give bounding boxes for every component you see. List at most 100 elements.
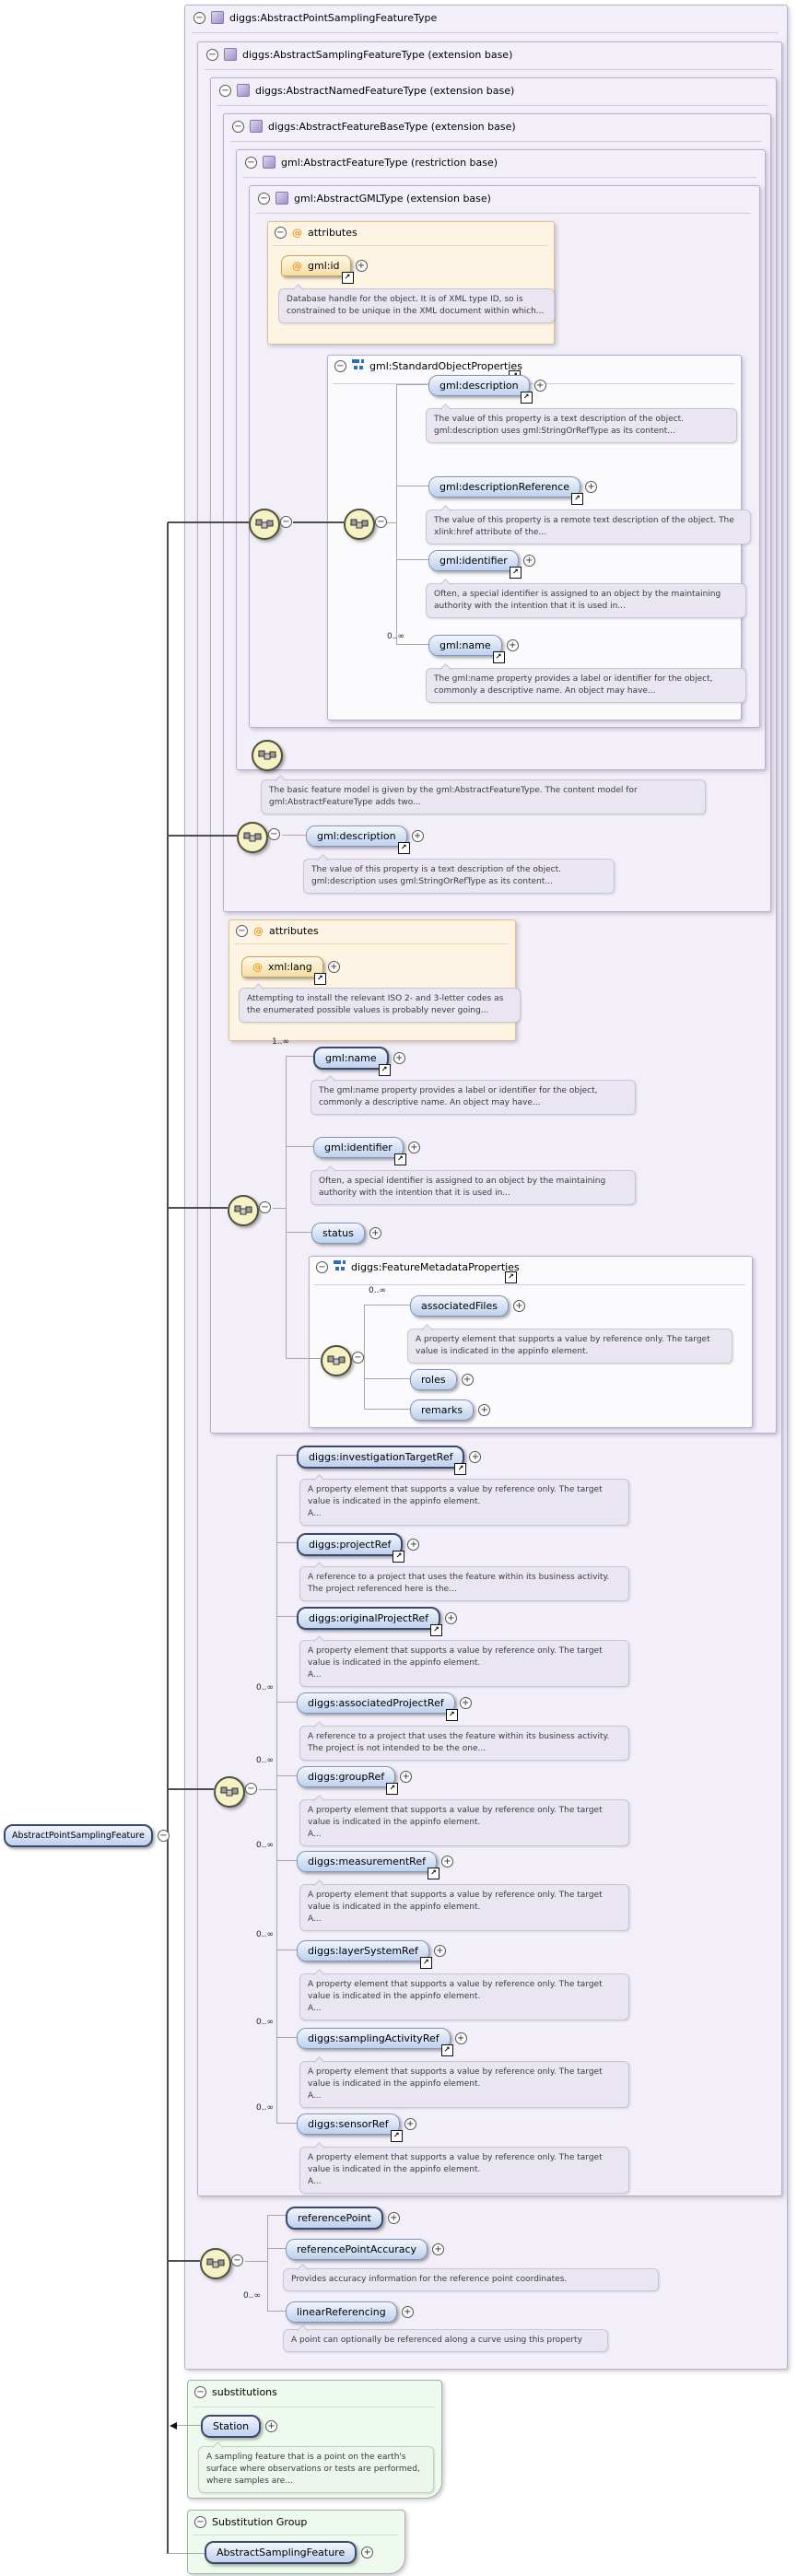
element-bubble[interactable]: diggs:projectRef↗ (297, 1533, 405, 1563)
expand-icon[interactable]: + (387, 2212, 400, 2224)
attribute-bubble[interactable]: @xml:lang↗ (241, 956, 326, 985)
link-icon[interactable]: ↗ (505, 1271, 517, 1283)
expand-icon[interactable]: + (400, 1771, 413, 1783)
element-bubble[interactable]: referencePoint (286, 2207, 383, 2230)
expand-icon[interactable]: + (533, 380, 546, 392)
collapse-icon[interactable]: − (245, 156, 257, 169)
element-bubble[interactable]: diggs:originalProjectRef↗ (297, 1607, 442, 1636)
element-bubble[interactable]: AbstractSamplingFeature (205, 2541, 357, 2564)
collapse-icon[interactable]: − (352, 1352, 364, 1364)
collapse-icon[interactable]: − (194, 2516, 206, 2528)
expand-icon[interactable]: + (361, 2547, 374, 2558)
attribute-bubble[interactable]: @gml:id↗ (281, 255, 354, 284)
element-bubble[interactable]: associatedFiles (410, 1295, 509, 1317)
element-bubble[interactable]: gml:descriptionReference↗ (428, 476, 584, 505)
doc-linear-referencing: A point can optionally be referenced alo… (283, 2329, 608, 2352)
collapse-icon[interactable]: − (232, 120, 244, 133)
collapse-icon[interactable]: − (280, 516, 292, 528)
element-bubble[interactable]: referencePointAccuracy (286, 2239, 428, 2260)
expand-icon[interactable]: + (512, 1300, 525, 1312)
collapse-icon[interactable]: − (193, 11, 205, 24)
element-bubble[interactable]: diggs:sensorRef↗ (297, 2113, 403, 2142)
expand-icon[interactable]: + (407, 1539, 420, 1551)
expand-icon[interactable]: + (404, 2118, 416, 2130)
expand-icon[interactable]: + (440, 1856, 453, 1868)
expand-icon[interactable]: + (393, 1052, 405, 1064)
link-icon[interactable]: ↗ (390, 2130, 403, 2142)
element-bubble[interactable]: gml:description↗ (306, 825, 410, 854)
collapse-icon[interactable]: − (245, 1783, 257, 1795)
element-investigation-target-ref: diggs:investigationTargetRef↗ + (297, 1446, 482, 1475)
element-bubble[interactable]: linearReferencing (286, 2301, 397, 2323)
collapse-icon[interactable]: − (236, 925, 248, 937)
element-bubble[interactable]: diggs:layerSystemRef↗ (297, 1940, 432, 1969)
link-icon[interactable]: ↗ (429, 1624, 442, 1636)
element-bubble[interactable]: Station (201, 2415, 262, 2438)
link-icon[interactable]: ↗ (445, 1709, 458, 1721)
link-icon[interactable]: ↗ (440, 2044, 453, 2056)
connector (276, 1456, 277, 2124)
collapse-icon[interactable]: − (157, 1830, 170, 1842)
expand-icon[interactable]: + (469, 1451, 482, 1463)
expand-icon[interactable]: + (459, 1697, 472, 1709)
element-bubble[interactable]: diggs:investigationTargetRef↗ (297, 1446, 467, 1475)
link-icon[interactable]: ↗ (378, 1064, 391, 1076)
element-bubble[interactable]: gml:name↗ (313, 1047, 391, 1076)
collapse-icon[interactable]: − (231, 2254, 243, 2266)
expand-icon[interactable]: + (327, 961, 340, 973)
link-icon[interactable]: ↗ (341, 272, 354, 284)
collapse-icon[interactable]: − (259, 1201, 271, 1213)
link-icon[interactable]: ↗ (386, 1783, 399, 1795)
collapse-icon[interactable]: − (316, 1260, 328, 1273)
expand-icon[interactable]: + (506, 639, 519, 651)
expand-icon[interactable]: + (522, 555, 535, 567)
expand-icon[interactable]: + (478, 1404, 491, 1416)
link-icon[interactable]: ↗ (427, 1868, 440, 1879)
link-icon[interactable]: ↗ (571, 493, 584, 505)
expand-icon[interactable]: + (355, 260, 368, 272)
cardinality-label: 0..∞ (387, 632, 404, 641)
collapse-icon[interactable]: − (275, 227, 287, 239)
collapse-icon[interactable]: − (268, 828, 280, 840)
link-icon[interactable]: ↗ (393, 1153, 406, 1165)
expand-icon[interactable]: + (432, 2243, 445, 2255)
element-bubble[interactable]: diggs:measurementRef↗ (297, 1851, 440, 1879)
link-icon[interactable]: ↗ (397, 842, 410, 854)
element-bubble[interactable]: diggs:samplingActivityRef↗ (297, 2028, 453, 2056)
expand-icon[interactable]: + (401, 2306, 414, 2318)
expand-icon[interactable]: + (411, 830, 424, 842)
collapse-icon[interactable]: − (375, 516, 387, 528)
collapse-icon[interactable]: − (206, 48, 218, 61)
link-icon[interactable]: ↗ (492, 651, 505, 663)
element-bubble[interactable]: status (311, 1223, 365, 1244)
element-bubble[interactable]: remarks (410, 1399, 475, 1421)
expand-icon[interactable]: + (433, 1945, 446, 1957)
collapse-icon[interactable]: − (219, 84, 231, 97)
link-icon[interactable]: ↗ (454, 1463, 467, 1475)
group-title: diggs:FeatureMetadataProperties (351, 1260, 520, 1273)
link-icon[interactable]: ↗ (393, 1551, 405, 1563)
element-bubble[interactable]: roles (410, 1369, 457, 1390)
expand-icon[interactable]: + (461, 1374, 474, 1386)
element-bubble[interactable]: gml:identifier↗ (313, 1137, 406, 1165)
element-project-ref: diggs:projectRef↗ + (297, 1533, 420, 1563)
link-icon[interactable]: ↗ (520, 392, 533, 404)
collapse-icon[interactable]: − (258, 192, 270, 205)
collapse-icon[interactable]: − (194, 2386, 206, 2398)
expand-icon[interactable]: + (265, 2420, 278, 2432)
expand-icon[interactable]: + (454, 2032, 467, 2044)
element-bubble[interactable]: AbstractPointSamplingFeature (4, 1824, 153, 1847)
link-icon[interactable]: ↗ (509, 567, 522, 579)
link-icon[interactable]: ↗ (313, 973, 326, 985)
element-bubble[interactable]: gml:identifier↗ (428, 550, 522, 579)
collapse-icon[interactable]: − (334, 359, 346, 372)
element-bubble[interactable]: diggs:associatedProjectRef↗ (297, 1692, 458, 1721)
link-icon[interactable]: ↗ (419, 1957, 432, 1969)
expand-icon[interactable]: + (444, 1612, 457, 1624)
element-bubble[interactable]: gml:description↗ (428, 375, 533, 404)
expand-icon[interactable]: + (407, 1142, 420, 1153)
element-bubble[interactable]: gml:name↗ (428, 635, 505, 663)
element-bubble[interactable]: diggs:groupRef↗ (297, 1766, 399, 1795)
expand-icon[interactable]: + (585, 481, 598, 493)
expand-icon[interactable]: + (369, 1227, 381, 1239)
